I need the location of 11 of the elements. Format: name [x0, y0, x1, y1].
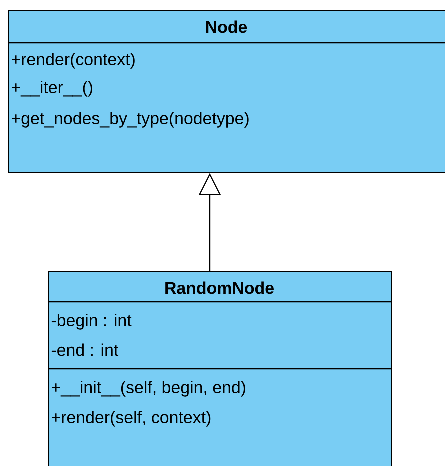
- member-text: -begin : int: [52, 314, 132, 330]
- class-name: RandomNode: [166, 282, 274, 294]
- member-text: +render(context): [12, 53, 135, 69]
- class-box: [48, 271, 392, 466]
- member-text: +get_nodes_by_type(nodetype): [12, 112, 249, 128]
- member-text: +__iter__(): [12, 81, 93, 97]
- class-box: [8, 10, 445, 174]
- member-text: -end : int: [52, 344, 119, 356]
- member-text: +render(self, context): [52, 411, 211, 427]
- class-name: Node: [206, 20, 248, 34]
- member-text: +__init__(self, begin, end): [52, 381, 246, 397]
